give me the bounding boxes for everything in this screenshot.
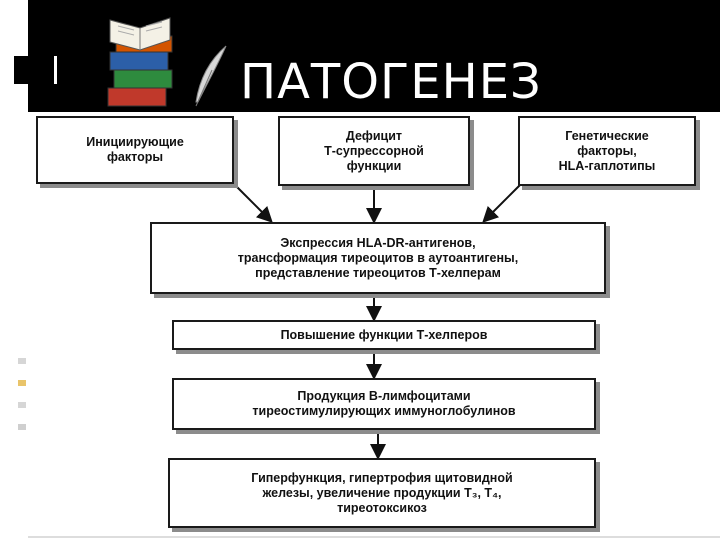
box-t-suppressor-deficit: Дефицит Т-супрессорной функции: [278, 116, 470, 186]
bottom-divider: [28, 536, 720, 538]
side-accent: [18, 402, 26, 408]
box-hla-dr-expression: Экспрессия HLA-DR-антигенов, трансформац…: [150, 222, 606, 294]
arrow-left-to-expression: [234, 184, 273, 223]
box-genetic-factors: Генетические факторы, HLA-гаплотипы: [518, 116, 696, 186]
box-b-lymphocyte-production: Продукция В-лимфоцитами тиреостимулирующ…: [172, 378, 596, 430]
side-accent: [18, 358, 26, 364]
box-t-helper-increase: Повышение функции Т-хелперов: [172, 320, 596, 350]
books-logo-icon: [107, 17, 227, 107]
box-hyperfunction: Гиперфункция, гипертрофия щитовидной жел…: [168, 458, 596, 528]
slide-title: ПАТОГЕНЕЗ: [240, 54, 542, 110]
side-accent: [18, 424, 26, 430]
side-accent: [18, 380, 26, 386]
header-left-block: [14, 56, 57, 84]
box-initiating-factors: Инициирующие факторы: [36, 116, 234, 184]
arrow-right-to-expression: [482, 184, 521, 223]
